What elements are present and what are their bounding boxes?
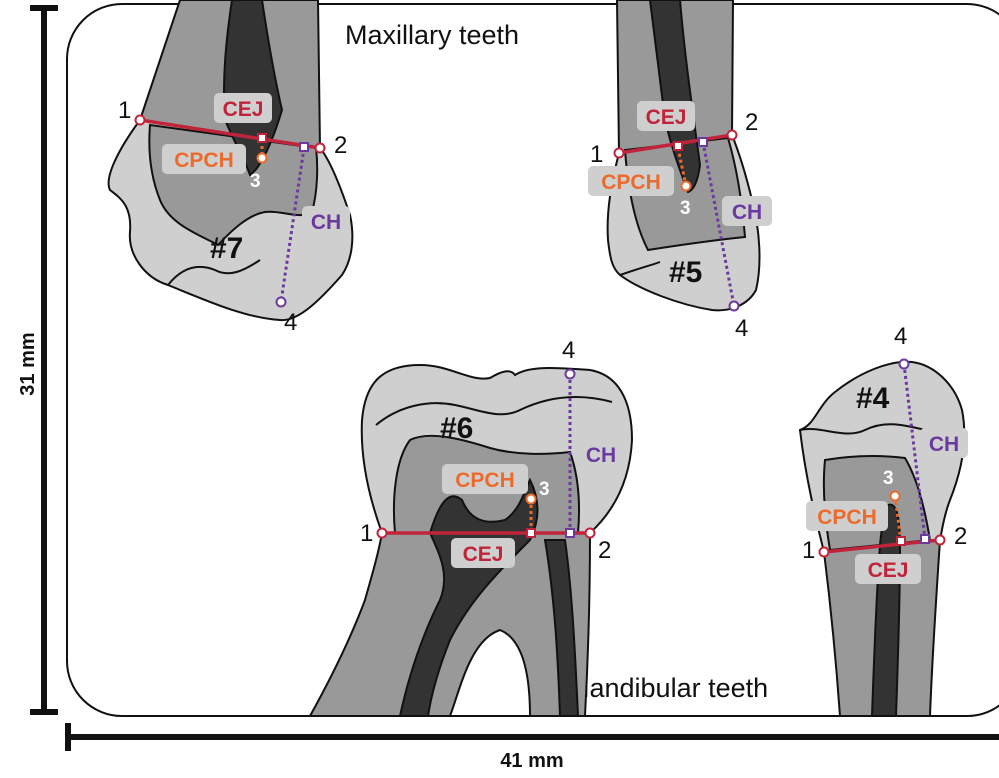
tooth-7-number-2: 2 bbox=[334, 132, 347, 159]
tooth-6-number-3: 3 bbox=[539, 479, 550, 500]
tooth-6-id: #6 bbox=[440, 412, 473, 445]
tooth-7-cej-label: CEJ bbox=[223, 98, 264, 121]
tooth-6-point-1 bbox=[378, 529, 387, 538]
tooth-4-number-1: 1 bbox=[802, 537, 815, 564]
tooth-5-number-2: 2 bbox=[745, 109, 758, 136]
tooth-7-point-3 bbox=[258, 154, 267, 163]
tooth-5-ch-label: CH bbox=[732, 201, 762, 224]
tooth-5-point-4 bbox=[730, 302, 739, 311]
tooth-6-ch-label: CH bbox=[586, 444, 616, 467]
tooth-5-point-1 bbox=[615, 149, 624, 158]
tooth-6-number-4: 4 bbox=[562, 337, 575, 364]
tooth-7-point-1 bbox=[136, 116, 145, 125]
tooth-7-number-4: 4 bbox=[284, 309, 297, 336]
tooth-6-cpch-label: CPCH bbox=[455, 469, 515, 492]
tooth-6-number-2: 2 bbox=[598, 537, 611, 564]
mandibular-title: Mandibular teeth bbox=[567, 673, 768, 703]
tooth-6-cej-label: CEJ bbox=[463, 543, 504, 566]
tooth-5-number-1: 1 bbox=[590, 141, 603, 168]
width-dimension-label: 41 mm bbox=[500, 750, 563, 772]
tooth-7-id: #7 bbox=[210, 232, 243, 265]
tooth-6-ch-foot bbox=[566, 529, 574, 537]
tooth-5: CEJ CPCH CH 1 2 3 4 #5 bbox=[588, 0, 772, 342]
tooth-4-ch-label: CH bbox=[929, 433, 959, 456]
tooth-5-ch-foot bbox=[699, 138, 707, 146]
tooth-7: CEJ CPCH CH 1 2 3 4 #7 bbox=[109, 0, 353, 336]
tooth-5-cej-label: CEJ bbox=[646, 106, 687, 129]
width-dimension-bar bbox=[68, 723, 999, 751]
tooth-6-point-2 bbox=[586, 529, 595, 538]
tooth-5-number-4: 4 bbox=[735, 315, 748, 342]
tooth-4-cej-label: CEJ bbox=[868, 559, 909, 582]
tooth-5-number-3: 3 bbox=[680, 198, 691, 219]
tooth-4-point-3 bbox=[891, 492, 900, 501]
tooth-7-ch-label: CH bbox=[311, 211, 341, 234]
tooth-5-cpch-foot bbox=[674, 142, 682, 150]
tooth-4-point-1 bbox=[820, 548, 829, 557]
tooth-4-number-3: 3 bbox=[883, 468, 894, 489]
tooth-4-cpch-foot bbox=[897, 537, 905, 545]
tooth-5-cpch-label: CPCH bbox=[601, 171, 661, 194]
tooth-7-point-2 bbox=[316, 144, 325, 153]
tooth-4-id: #4 bbox=[856, 382, 890, 415]
tooth-4-cpch-label: CPCH bbox=[817, 506, 877, 529]
tooth-5-point-3 bbox=[682, 182, 691, 191]
tooth-7-number-3: 3 bbox=[250, 171, 261, 192]
tooth-4-number-4: 4 bbox=[894, 323, 907, 350]
tooth-6-cpch-foot bbox=[527, 529, 535, 537]
maxillary-title: Maxillary teeth bbox=[345, 20, 519, 50]
tooth-7-cpch-foot bbox=[258, 134, 266, 142]
tooth-4-point-4 bbox=[900, 360, 909, 369]
tooth-5-point-2 bbox=[728, 131, 737, 140]
tooth-6-number-1: 1 bbox=[360, 520, 373, 547]
tooth-6: CPCH CEJ CH 1 2 3 4 #6 bbox=[310, 337, 632, 716]
tooth-4: CPCH CEJ CH 1 2 3 4 #4 bbox=[800, 323, 968, 716]
tooth-7-cpch-label: CPCH bbox=[174, 149, 234, 172]
tooth-4-number-2: 2 bbox=[954, 523, 967, 550]
tooth-5-id: #5 bbox=[669, 256, 702, 289]
tooth-7-number-1: 1 bbox=[118, 97, 131, 124]
tooth-7-point-4 bbox=[277, 298, 286, 307]
tooth-4-point-2 bbox=[936, 536, 945, 545]
tooth-6-point-4 bbox=[566, 370, 575, 379]
height-dimension-label: 31 mm bbox=[17, 332, 39, 395]
tooth-7-ch-foot bbox=[300, 143, 308, 151]
tooth-6-point-3 bbox=[527, 495, 536, 504]
tooth-4-ch-foot bbox=[921, 535, 929, 543]
